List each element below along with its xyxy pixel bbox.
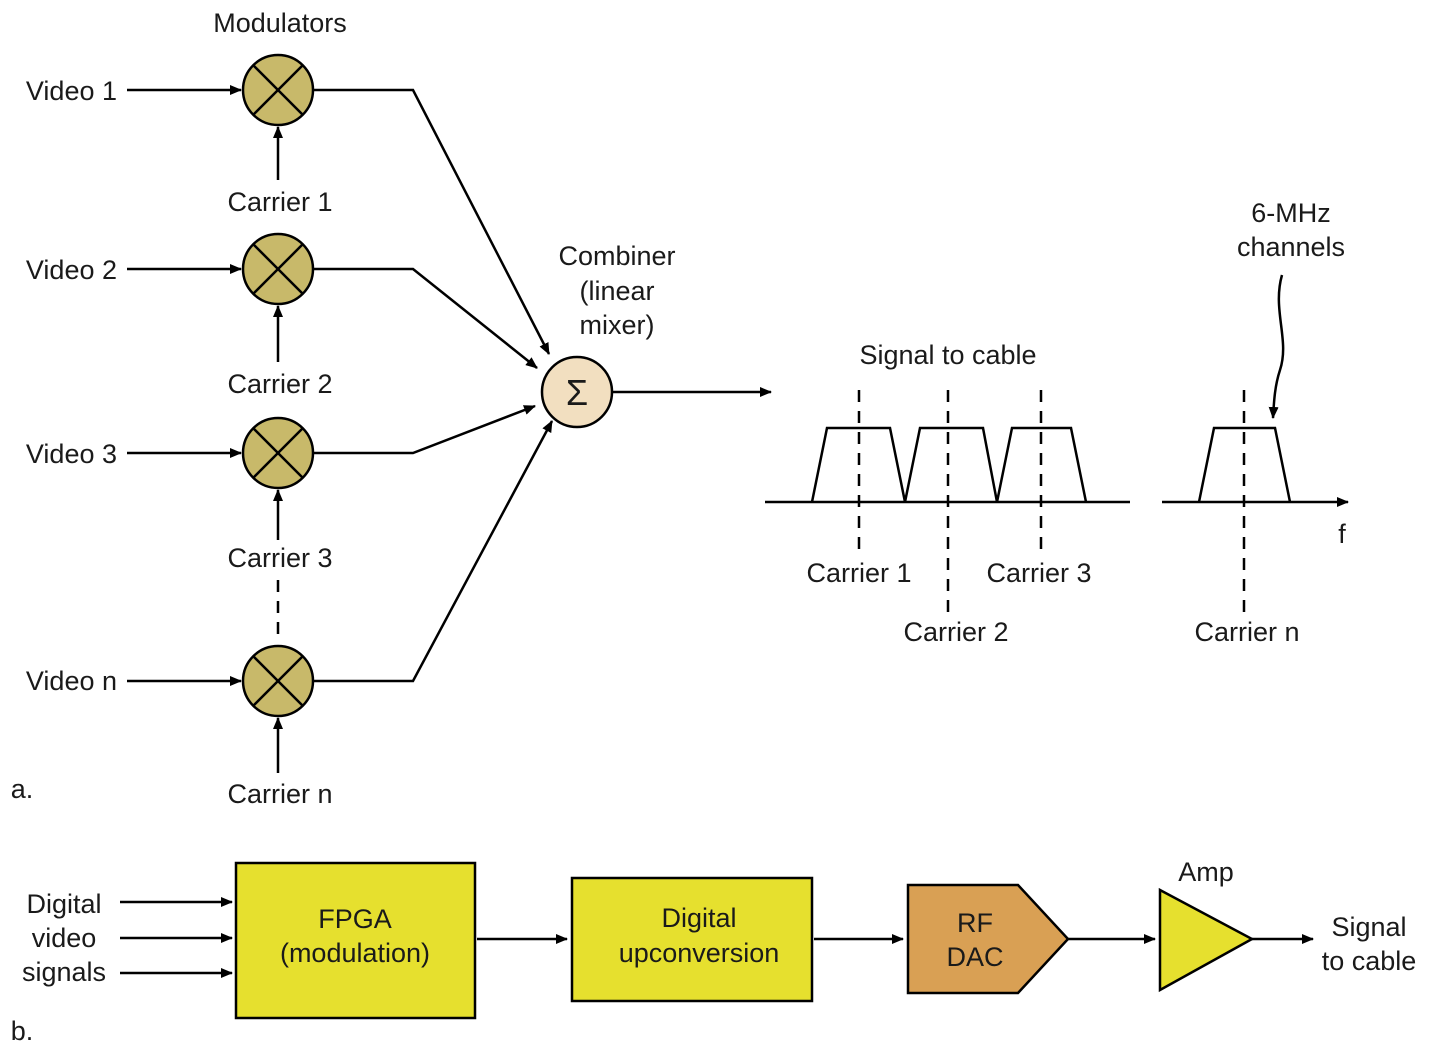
carrier-1-label: Carrier 1: [227, 187, 332, 217]
combiner-symbol: Σ: [566, 372, 588, 413]
channel-n-band: [1197, 426, 1292, 503]
modulator-row-1: Video 1 Carrier 1: [26, 53, 551, 355]
carrier-3-label: Carrier 3: [227, 543, 332, 573]
mod-1-to-combiner: [313, 88, 551, 355]
digital-input-line1: Digital: [26, 889, 101, 919]
mod-n-to-combiner: [313, 420, 554, 683]
amplifier-triangle-icon: [1158, 887, 1255, 993]
modulator-row-2: Video 2 Carrier 2: [26, 232, 538, 399]
modulators-label: Modulators: [213, 8, 347, 38]
output-line1: Signal: [1331, 912, 1406, 942]
spectrum-carrier-3-label: Carrier 3: [986, 558, 1091, 588]
upconv-line2: upconversion: [619, 938, 780, 968]
dac-line2: DAC: [946, 942, 1003, 972]
combiner-label-line1: Combiner: [558, 241, 675, 271]
upconv-line1: Digital: [661, 903, 736, 933]
video-1-label: Video 1: [26, 76, 117, 106]
mod-3-to-combiner: [313, 404, 536, 455]
fpga-line2: (modulation): [280, 938, 430, 968]
frequency-axis-label: f: [1338, 519, 1346, 549]
channel-2-band: [903, 426, 999, 503]
mod-2-to-combiner: [313, 267, 538, 369]
dac-line1: RF: [957, 908, 993, 938]
digital-input-line2: video: [32, 923, 97, 953]
channel-1-band: [810, 426, 907, 503]
modulator-row-n: Video n Carrier n: [26, 420, 554, 809]
modulator-row-3: Video 3 Carrier 3: [26, 404, 536, 573]
channels-label-line1: 6-MHz: [1251, 198, 1331, 228]
carrier-2-label: Carrier 2: [227, 369, 332, 399]
fpga-block: FPGA (modulation): [234, 861, 477, 1020]
digital-input-line3: signals: [22, 957, 106, 987]
video-2-label: Video 2: [26, 255, 117, 285]
part-a-label: a.: [11, 774, 34, 804]
output-line2: to cable: [1322, 946, 1417, 976]
video-n-label: Video n: [26, 666, 117, 696]
fpga-line1: FPGA: [318, 904, 392, 934]
combiner-label-line3: mixer): [580, 310, 655, 340]
modulator-3-icon: [241, 416, 315, 490]
upconversion-block: Digital upconversion: [570, 876, 814, 1003]
amp-label: Amp: [1178, 857, 1234, 887]
channel-3-band: [995, 426, 1088, 503]
spectrum-carrier-2-label: Carrier 2: [903, 617, 1008, 647]
part-b-label: b.: [11, 1016, 34, 1046]
carrier-n-label: Carrier n: [227, 779, 332, 809]
combiner-label-line2: (linear: [579, 276, 654, 306]
modulator-n-icon: [241, 644, 315, 718]
channels-pointer-arrow: [1268, 274, 1285, 419]
video-3-label: Video 3: [26, 439, 117, 469]
spectrum-carrier-1-label: Carrier 1: [806, 558, 911, 588]
spectrum-title: Signal to cable: [859, 340, 1036, 370]
combiner-sigma-icon: Σ: [540, 355, 614, 429]
channels-label-line2: channels: [1237, 232, 1345, 262]
modulator-1-icon: [241, 53, 315, 127]
rf-dac-pentagon-icon: RF DAC: [906, 883, 1070, 995]
spectrum-carrier-n-label: Carrier n: [1194, 617, 1299, 647]
modulator-2-icon: [241, 232, 315, 306]
